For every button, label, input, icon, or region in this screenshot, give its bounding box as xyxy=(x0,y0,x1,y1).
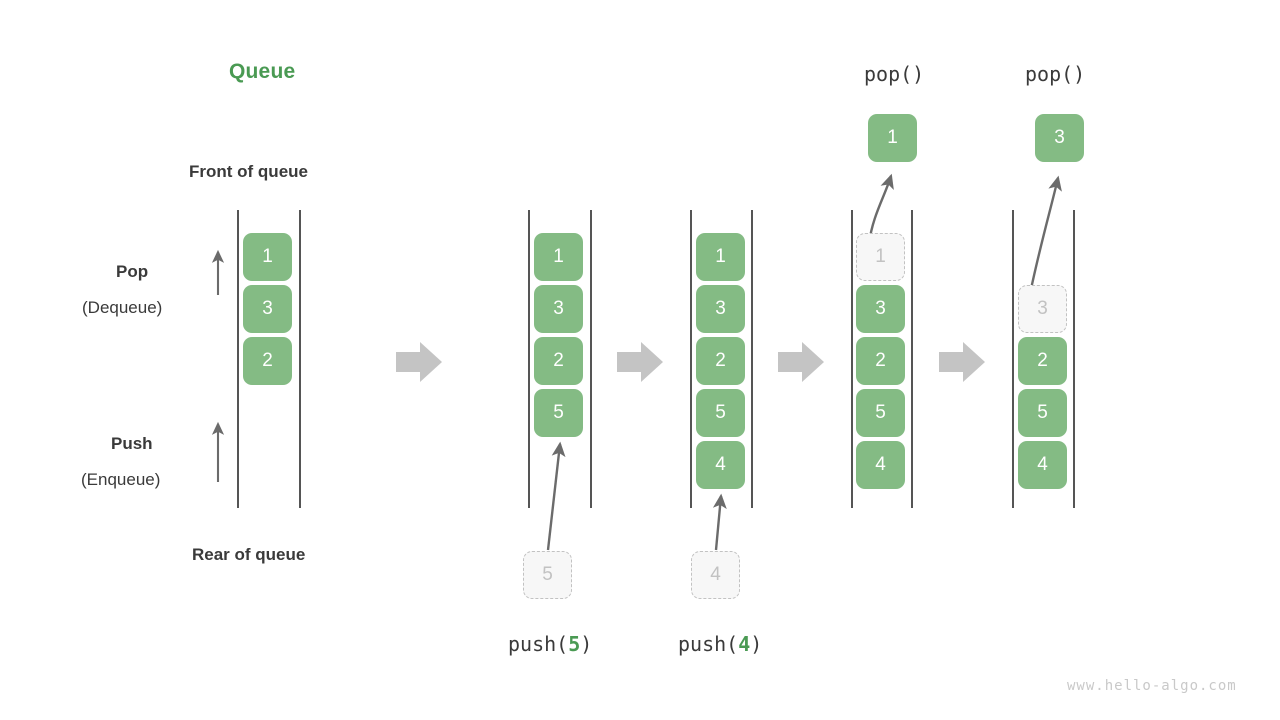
queue-cell: 3 xyxy=(696,285,745,333)
queue-cell: 3 xyxy=(534,285,583,333)
queue-cell: 2 xyxy=(1018,337,1067,385)
queue-rail-left xyxy=(1012,210,1014,508)
flow-arrow-1 xyxy=(396,342,442,382)
queue-cell: 2 xyxy=(534,337,583,385)
pop-3-remove-arrow xyxy=(1028,175,1062,295)
incoming-element-ghost: 5 xyxy=(523,551,572,599)
push-4-prefix: push( xyxy=(678,632,739,656)
queue-rail-left xyxy=(528,210,530,508)
queue-cell: 5 xyxy=(696,389,745,437)
push-5-argument: 5 xyxy=(568,632,581,656)
page-title: Queue xyxy=(229,60,296,83)
watermark: www.hello-algo.com xyxy=(1067,678,1237,694)
queue-cell: 1 xyxy=(696,233,745,281)
pop-caption-2: pop() xyxy=(1025,62,1086,86)
flow-arrow-2 xyxy=(617,342,663,382)
popped-element: 3 xyxy=(1035,114,1084,162)
queue-rail-left xyxy=(690,210,692,508)
push-4-suffix: ) xyxy=(750,632,763,656)
queue-cell: 2 xyxy=(856,337,905,385)
popped-element: 1 xyxy=(868,114,917,162)
removed-element-ghost: 1 xyxy=(856,233,905,281)
push-4-insert-arrow xyxy=(712,493,727,551)
pop-label: Pop xyxy=(116,262,149,281)
push-5-insert-arrow xyxy=(546,441,566,551)
flow-arrow-3 xyxy=(778,342,824,382)
rear-of-queue-label: Rear of queue xyxy=(192,545,306,564)
queue-cell: 4 xyxy=(696,441,745,489)
queue-rail-right xyxy=(911,210,913,508)
queue-rail-right xyxy=(751,210,753,508)
queue-rail-left xyxy=(851,210,853,508)
queue-cell: 3 xyxy=(243,285,292,333)
push-label: Push xyxy=(111,434,153,453)
queue-cell: 5 xyxy=(1018,389,1067,437)
front-of-queue-label: Front of queue xyxy=(189,162,308,181)
incoming-element-ghost: 4 xyxy=(691,551,740,599)
queue-rail-right xyxy=(299,210,301,508)
push-5-caption: push(5) xyxy=(508,632,592,656)
push-5-prefix: push( xyxy=(508,632,569,656)
queue-cell: 2 xyxy=(243,337,292,385)
queue-cell: 1 xyxy=(534,233,583,281)
push-4-argument: 4 xyxy=(738,632,751,656)
queue-rail-right xyxy=(590,210,592,508)
queue-cell: 4 xyxy=(1018,441,1067,489)
push-4-caption: push(4) xyxy=(678,632,762,656)
pop-sublabel: (Dequeue) xyxy=(82,298,163,317)
push-sublabel: (Enqueue) xyxy=(81,470,161,489)
pop-caption-1: pop() xyxy=(864,62,925,86)
queue-cell: 5 xyxy=(534,389,583,437)
queue-cell: 1 xyxy=(243,233,292,281)
flow-arrow-4 xyxy=(939,342,985,382)
queue-rail-right xyxy=(1073,210,1075,508)
push-5-suffix: ) xyxy=(580,632,593,656)
queue-rail-left xyxy=(237,210,239,508)
queue-cell: 3 xyxy=(856,285,905,333)
removed-element-ghost: 3 xyxy=(1018,285,1067,333)
queue-cell: 5 xyxy=(856,389,905,437)
queue-cell: 4 xyxy=(856,441,905,489)
queue-cell: 2 xyxy=(696,337,745,385)
